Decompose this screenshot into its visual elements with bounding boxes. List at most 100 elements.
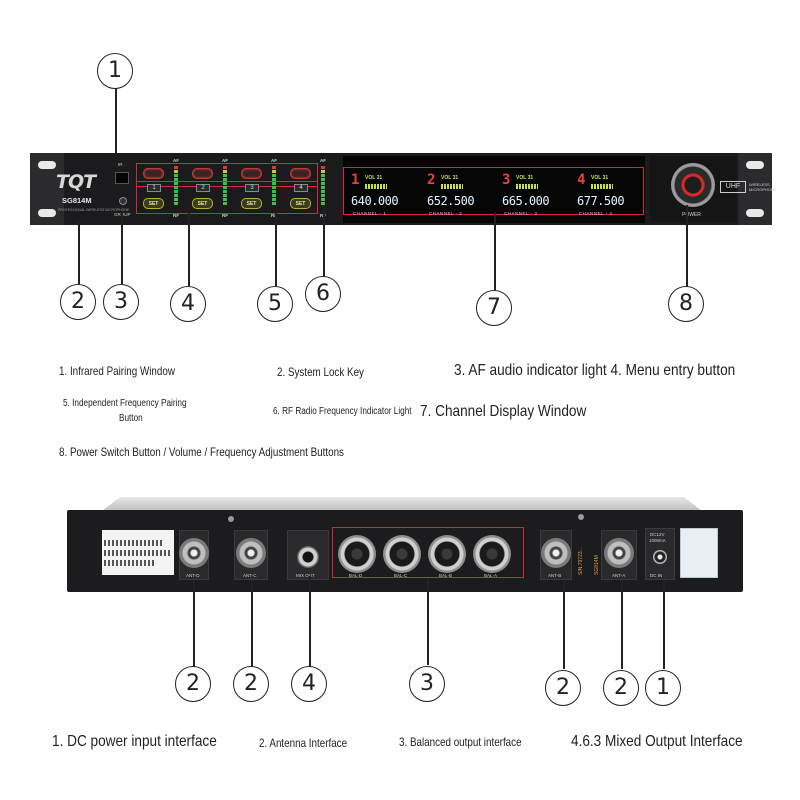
screw bbox=[228, 516, 234, 522]
leader-8 bbox=[686, 205, 688, 287]
infrared-pairing-window bbox=[115, 172, 129, 184]
af-led-column-2 bbox=[223, 166, 227, 206]
rack-slot bbox=[38, 209, 56, 217]
channel-label: CHANNEL - 3 bbox=[504, 211, 538, 216]
af-led-column-1 bbox=[174, 166, 178, 206]
rack-slot bbox=[746, 209, 764, 217]
mix-out-jack[interactable] bbox=[297, 546, 319, 568]
leader-7 bbox=[494, 212, 496, 290]
rear-leader-3 bbox=[309, 576, 311, 667]
pair-button-3[interactable] bbox=[241, 168, 262, 179]
mix-out-label: MIX OUT bbox=[296, 573, 315, 578]
callout-7: 7 bbox=[476, 290, 512, 326]
signal-bars bbox=[516, 184, 538, 189]
signal-bars bbox=[441, 184, 463, 189]
dc-in-label: DC IN bbox=[650, 573, 663, 578]
power-volume-knob[interactable] bbox=[671, 163, 715, 207]
channel-label: CHANNEL - 2 bbox=[429, 211, 463, 216]
rear-callout-antenna-c: 2 bbox=[233, 666, 269, 702]
dc-spec-2: 1000mA bbox=[649, 538, 666, 543]
xlr-output-d[interactable] bbox=[338, 535, 376, 573]
rf-label: RF bbox=[271, 213, 277, 218]
channel-frequency: 640.000 bbox=[351, 194, 399, 208]
channel-number: 4 bbox=[577, 172, 586, 188]
af-label: AF bbox=[173, 158, 179, 163]
dc-power-jack[interactable] bbox=[653, 550, 667, 564]
set-button-4[interactable]: SET bbox=[290, 198, 311, 209]
set-button-3[interactable]: SET bbox=[241, 198, 262, 209]
model-label: SG814M bbox=[62, 196, 92, 205]
rear-callout-antenna-b: 2 bbox=[545, 670, 581, 706]
rf-label: RF bbox=[173, 213, 179, 218]
channel-label: CHANNEL - 1 bbox=[353, 211, 387, 216]
power-label: POWER bbox=[682, 212, 701, 218]
pair-number-4[interactable]: 4 bbox=[294, 184, 308, 192]
rear-callout-mix-out: 4 bbox=[291, 666, 327, 702]
antenna-connector-c[interactable] bbox=[236, 538, 266, 568]
pair-button-2[interactable] bbox=[192, 168, 213, 179]
bal-b-label: BAL-B bbox=[439, 573, 453, 578]
label-frequency-pairing-button-cont: Button bbox=[119, 413, 143, 424]
uhf-badge: UHF bbox=[720, 181, 746, 193]
pair-number-1[interactable]: 1 bbox=[147, 184, 161, 192]
pair-button-1[interactable] bbox=[143, 168, 164, 179]
xlr-output-a[interactable] bbox=[473, 535, 511, 573]
channel-display-window: 1 VOL 31 640.000 CHANNEL - 1 2 VOL 31 65… bbox=[343, 156, 645, 223]
af-led-column-3 bbox=[272, 166, 276, 206]
label-antenna-interface: 2. Antenna Interface bbox=[259, 736, 348, 750]
model-vertical: SG814M bbox=[594, 555, 600, 575]
system-lock-key[interactable] bbox=[119, 197, 127, 205]
channel-frequency: 665.000 bbox=[502, 194, 550, 208]
af-label: AF bbox=[222, 158, 228, 163]
callout-1: 1 bbox=[97, 53, 133, 89]
callout-6: 6 bbox=[305, 276, 341, 312]
label-balanced-output: 3. Balanced output interface bbox=[399, 735, 522, 749]
sticker-text-row bbox=[104, 550, 170, 556]
channel-volume: VOL 31 bbox=[591, 175, 609, 181]
rack-slot bbox=[746, 161, 764, 169]
pair-button-4[interactable] bbox=[290, 168, 311, 179]
wireless-label: WIRELESS MICROPHONE bbox=[749, 182, 777, 192]
channel-volume: VOL 31 bbox=[441, 175, 459, 181]
left-rack-ear bbox=[30, 153, 64, 225]
pair-number-2[interactable]: 2 bbox=[196, 184, 210, 192]
ir-label: IR bbox=[118, 162, 123, 167]
rear-leader-2 bbox=[251, 580, 253, 667]
channel-frequency: 677.500 bbox=[577, 194, 625, 208]
leader-5 bbox=[275, 212, 277, 286]
leader-6 bbox=[323, 205, 325, 277]
rear-leader-7 bbox=[663, 580, 665, 669]
antenna-connector-a[interactable] bbox=[604, 538, 634, 568]
rear-label-plate bbox=[680, 528, 718, 578]
sticker-text-row bbox=[104, 540, 164, 546]
pair-number-3[interactable]: 3 bbox=[245, 184, 259, 192]
rf-led-highlight bbox=[136, 181, 318, 187]
leader-2 bbox=[78, 222, 80, 284]
right-rack-ear bbox=[738, 153, 772, 225]
rear-callout-dc: 1 bbox=[645, 670, 681, 706]
label-frequency-pairing-button: 5. Independent Frequency Pairing bbox=[63, 398, 187, 409]
rear-leader-1 bbox=[193, 580, 195, 667]
rf-label: RF bbox=[222, 213, 228, 218]
af-label: AF bbox=[271, 158, 277, 163]
antenna-connector-b[interactable] bbox=[541, 538, 571, 568]
channel-number: 1 bbox=[351, 172, 360, 188]
label-infrared-pairing-window: 1. Infrared Pairing Window bbox=[59, 364, 175, 378]
xlr-output-b[interactable] bbox=[428, 535, 466, 573]
callout-3: 3 bbox=[103, 284, 139, 320]
label-system-lock-key: 2. System Lock Key bbox=[277, 365, 364, 379]
ant-b-label: ANT-B bbox=[548, 573, 562, 578]
antenna-connector-d[interactable] bbox=[179, 538, 209, 568]
label-dc-power-input: 1. DC power input interface bbox=[52, 733, 217, 750]
dc-spec-1: DC12V bbox=[650, 532, 665, 537]
rear-leader-6 bbox=[621, 580, 623, 669]
rear-chassis-top bbox=[102, 497, 702, 511]
xlr-output-c[interactable] bbox=[383, 535, 421, 573]
set-button-2[interactable]: SET bbox=[192, 198, 213, 209]
signal-bars bbox=[365, 184, 387, 189]
set-button-1[interactable]: SET bbox=[143, 198, 164, 209]
callout-4: 4 bbox=[170, 286, 206, 322]
front-panel: TQT SG814M PROFESSIONAL WIRELESS MICROPH… bbox=[30, 153, 777, 225]
ant-c-label: ANT-C bbox=[243, 573, 257, 578]
channel-cell-1: 1 VOL 31 640.000 CHANNEL - 1 bbox=[345, 172, 420, 222]
